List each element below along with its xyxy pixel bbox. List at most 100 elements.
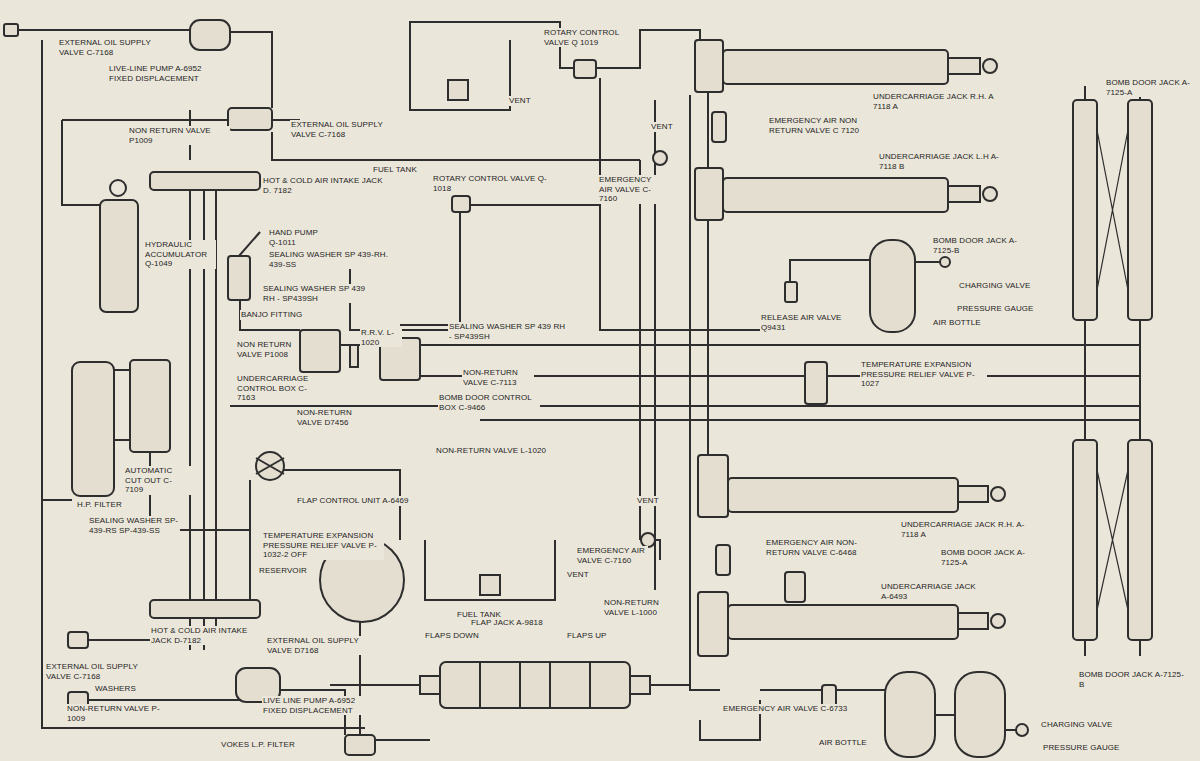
pipe-lines: [85, 639, 160, 641]
part-label: VOKES L.P. FILTER: [220, 740, 296, 750]
part-label: EMERGENCY AIR NON-RETURN VALVE C-6468: [765, 538, 877, 557]
part-label: NON-RETURN VALVE D7456: [296, 408, 368, 427]
part-label: UNDERCARRIAGE JACK A-6493: [880, 582, 982, 601]
part-label: HOT & COLD AIR INTAKE JACK D-7182: [150, 626, 267, 645]
pipe-lines: [790, 260, 870, 300]
components: [785, 282, 797, 302]
components: [190, 20, 230, 50]
part-label: VENT: [636, 496, 660, 506]
components: [1128, 100, 1152, 320]
pipe-lines: [707, 90, 709, 170]
components: [130, 360, 170, 452]
components: [100, 200, 138, 312]
components: [1073, 440, 1097, 640]
components: [150, 172, 260, 190]
pipe-lines: [249, 480, 251, 600]
components: [350, 345, 358, 367]
pipe-lines: [12, 29, 190, 31]
components: [948, 58, 980, 74]
components: [695, 40, 723, 92]
pipe-lines: [62, 119, 228, 121]
part-label: RESERVOIR: [258, 566, 308, 576]
components: [410, 40, 510, 110]
part-label: EXTERNAL OIL SUPPLY VALVE C-7168: [45, 662, 157, 681]
pipe-lines: [935, 714, 955, 716]
part-label: BOMB DOOR JACK A- 7125-A: [1105, 78, 1192, 97]
components: [239, 232, 260, 256]
pipe-lines: [480, 419, 1140, 421]
components: [228, 108, 272, 130]
components: [698, 455, 728, 517]
pipe-lines: [639, 160, 641, 540]
components: [300, 330, 340, 372]
pipe-lines: [330, 344, 1140, 346]
pipe-lines: [280, 470, 400, 490]
components: [885, 672, 935, 757]
components: [1085, 86, 1140, 656]
components: [983, 59, 997, 73]
components: [1016, 724, 1028, 736]
components: [4, 20, 1152, 757]
pipe-lines: [114, 439, 130, 441]
components: [1128, 440, 1152, 640]
components: [870, 240, 915, 332]
components: [641, 533, 655, 547]
part-label: VENT: [566, 570, 590, 580]
part-label: EMERGENCY AIR NON RETURN VALVE C 7120: [768, 116, 880, 135]
part-label: FLAPS DOWN: [424, 631, 480, 641]
components: [955, 672, 1005, 757]
components: [695, 168, 723, 220]
part-label: AUTOMATIC CUT OUT C-7109: [124, 466, 191, 495]
part-label: WASHERS: [94, 684, 137, 694]
pipe-lines: [468, 204, 600, 206]
part-label: FLAPS UP: [566, 631, 607, 641]
pipe-lines: [12, 22, 1140, 740]
part-label: BOMB DOOR CONTROL BOX C-9466: [438, 393, 540, 412]
part-label: HOT & COLD AIR INTAKE JACK D. 7182: [262, 176, 384, 195]
part-label: RELEASE AIR VALVE Q9431: [760, 313, 862, 332]
part-label: CHARGING VALVE: [1040, 720, 1113, 730]
components: [4, 24, 18, 36]
part-label: CHARGING VALVE: [958, 281, 1031, 291]
components: [68, 632, 88, 648]
pipe-lines: [85, 699, 240, 701]
components: [1073, 100, 1097, 320]
pipe-lines: [230, 405, 1140, 407]
part-label: EXTERNAL OIL SUPPLY VALVE C-7168: [290, 120, 402, 139]
part-label: R.R.V. L-1020: [360, 328, 402, 347]
pipe-lines: [1139, 320, 1141, 440]
components: [228, 256, 250, 300]
part-label: NON-RETURN VALVE L-1020: [435, 446, 547, 456]
components: [728, 478, 958, 512]
part-label: ROTARY CONTROL VALVE Q 1019: [543, 28, 635, 47]
part-label: NON-RETURN VALVE C-7113: [462, 368, 534, 387]
components: [345, 735, 375, 755]
components: [948, 186, 980, 202]
components: [723, 178, 948, 212]
part-label: UNDERCARRIAGE JACK R.H. A-7118 A: [900, 520, 1042, 539]
part-label: ROTARY CONTROL VALVE Q- 1018: [432, 174, 554, 193]
part-label: SEALING WASHER SP 439 RH - SP439SH: [262, 284, 379, 303]
part-label: PRESSURE GAUGE: [956, 304, 1035, 314]
part-label: VENT: [650, 122, 674, 132]
pipe-lines: [230, 32, 272, 108]
part-label: SEALING WASHER SP 439-RH. 439-SS: [268, 250, 400, 269]
part-label: H.P. FILTER: [76, 500, 123, 510]
part-label: NON RETURN VALVE P1009: [128, 126, 230, 145]
components: [110, 180, 126, 196]
components: [1097, 130, 1128, 610]
part-label: SEALING WASHER SP-439-RS SP-439-SS: [88, 516, 180, 535]
part-label: BOMB DOOR JACK A-7125-B: [1078, 670, 1190, 689]
part-label: EXTERNAL OIL SUPPLY VALVE D7168: [266, 636, 363, 655]
part-label: HAND PUMP Q-1011: [268, 228, 330, 247]
part-label: EMERGENCY AIR VALVE C-7160: [576, 546, 648, 565]
part-label: NON-RETURN VALVE L-1000: [603, 598, 675, 617]
components: [425, 540, 555, 600]
part-label: BOMB DOOR JACK A- 7125-A: [940, 548, 1032, 567]
components: [440, 662, 630, 708]
components: [480, 575, 500, 595]
part-label: VENT: [508, 96, 532, 106]
pipe-lines: [1084, 320, 1086, 440]
components: [150, 600, 260, 618]
